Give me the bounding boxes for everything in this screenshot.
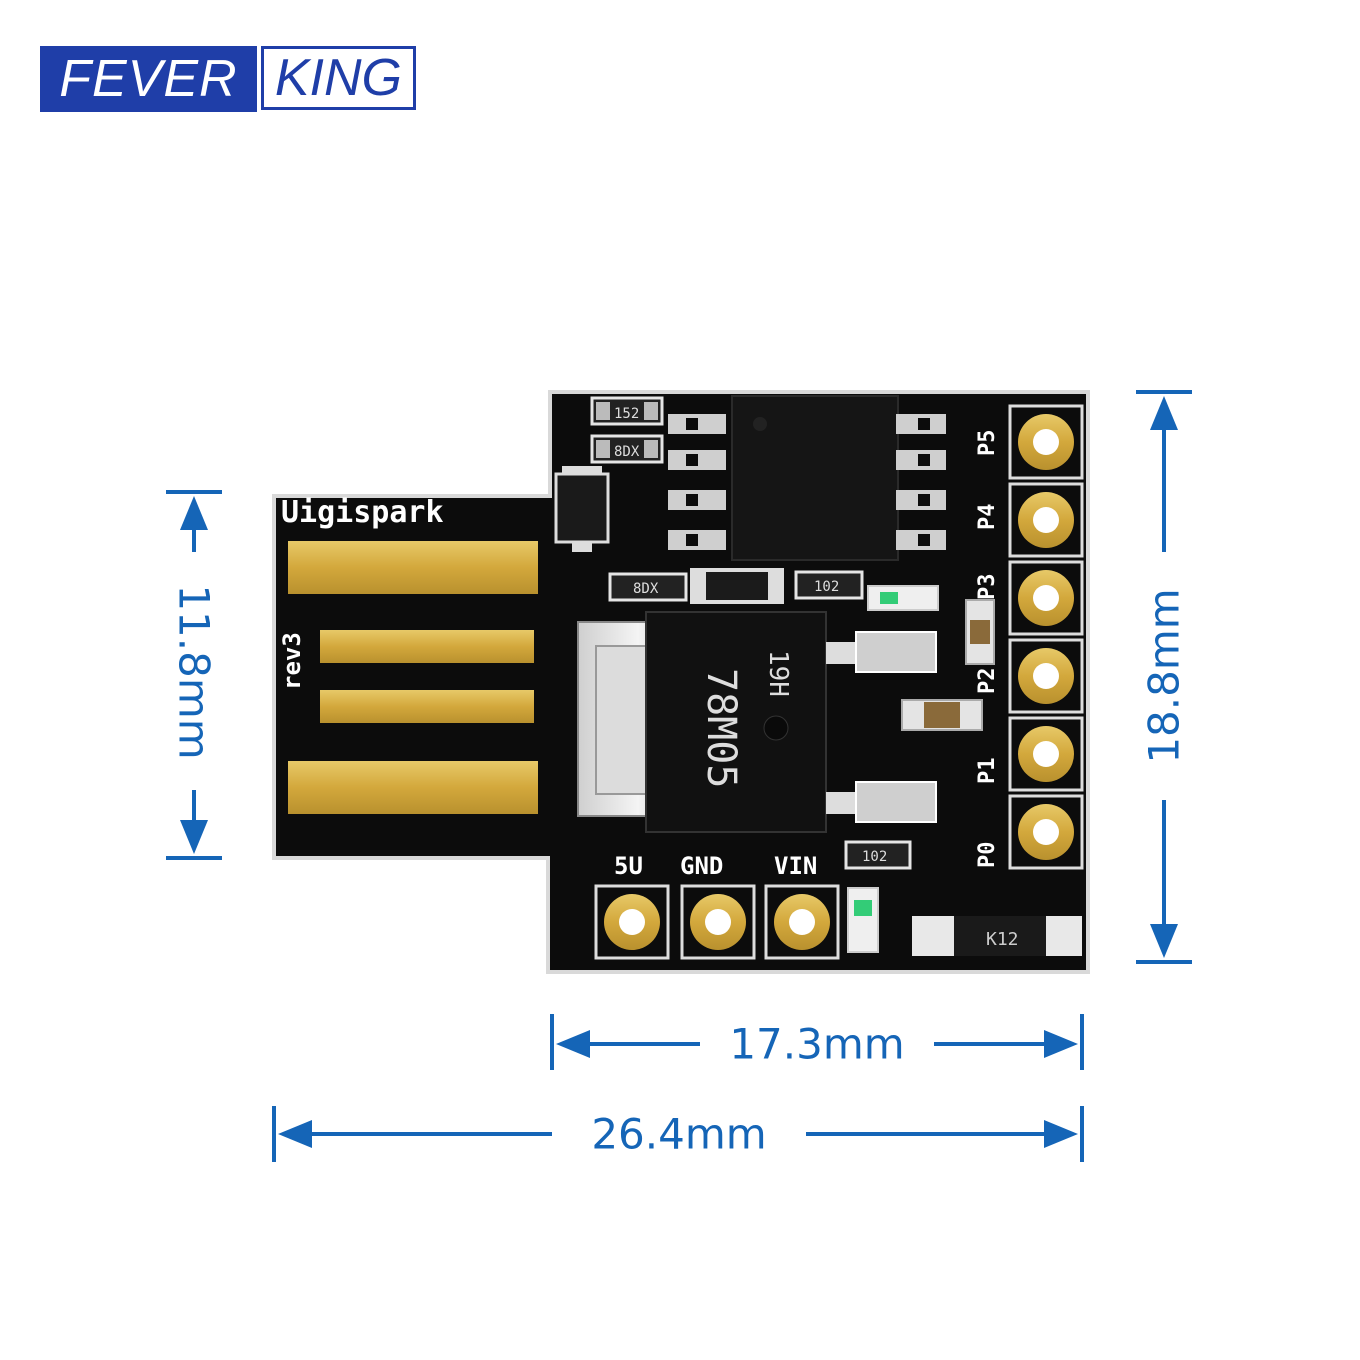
label-p5: P5 <box>975 430 1000 457</box>
dimension-board-height: 18.8mm <box>1139 588 1189 764</box>
smd-transistor <box>554 466 610 552</box>
smd-diode-k12: K12 <box>912 916 1082 956</box>
dimension-board-width: 17.3mm <box>729 1019 905 1069</box>
pin-p0 <box>1008 794 1084 870</box>
label-p0: P0 <box>975 842 1000 869</box>
logo-fever-text: FEVER <box>40 46 257 112</box>
voltage-regulator: 78M05 19H <box>577 611 937 833</box>
smd-capacitor-right <box>965 599 995 665</box>
pin-p3 <box>1008 560 1084 636</box>
label-p3: P3 <box>975 574 1000 601</box>
dimension-total-width: 26.4mm <box>591 1109 767 1159</box>
smd-resistor-152: 152 <box>590 396 664 426</box>
microcontroller-chip <box>668 395 946 561</box>
side-pin-labels: P5 P4 P3 P2 P1 P0 <box>975 430 1000 869</box>
pin-5v <box>594 884 670 960</box>
board-revision: rev3 <box>278 632 306 690</box>
smd-diode-8dx-top: 8DX <box>590 434 664 464</box>
regulator-code: 19H <box>763 650 793 697</box>
svg-text:102: 102 <box>814 579 839 595</box>
smd-resistor-102-top: 102 <box>794 570 864 600</box>
label-p2: P2 <box>975 668 1000 695</box>
regulator-label: 78M05 <box>698 668 744 788</box>
pin-p2 <box>1008 638 1084 714</box>
bottom-header-pins <box>594 884 840 960</box>
usb-contacts <box>288 541 538 814</box>
dimension-lines <box>166 390 1192 1162</box>
smd-resistor-102-bottom: 102 <box>844 840 912 870</box>
label-p4: P4 <box>975 504 1000 531</box>
label-vin: VIN <box>774 852 817 880</box>
logo-king-text: KING <box>260 46 416 110</box>
svg-text:K12: K12 <box>986 929 1019 950</box>
smd-diode-black <box>690 568 784 604</box>
smd-led-bottom <box>847 887 879 953</box>
pin-p1 <box>1008 716 1084 792</box>
brand-logo: FEVER KING <box>40 46 416 112</box>
label-gnd: GND <box>680 852 723 880</box>
side-header-pins <box>1008 404 1084 870</box>
board-name: Uigispark <box>281 495 444 530</box>
label-p1: P1 <box>975 758 1000 785</box>
pin-vin <box>764 884 840 960</box>
svg-text:152: 152 <box>614 406 639 422</box>
pin-gnd <box>680 884 756 960</box>
dimension-usb-height: 11.8mm <box>169 584 219 760</box>
smd-capacitor-middle <box>901 699 983 731</box>
pin-p4 <box>1008 482 1084 558</box>
pin-p5 <box>1008 404 1084 480</box>
bottom-pin-labels: 5U GND VIN <box>614 852 817 880</box>
smd-diode-8dx-middle: 8DX <box>608 572 688 602</box>
smd-led-top <box>867 585 939 611</box>
label-5u: 5U <box>614 852 643 880</box>
svg-text:102: 102 <box>862 849 887 865</box>
svg-text:8DX: 8DX <box>633 581 659 597</box>
svg-text:8DX: 8DX <box>614 444 640 460</box>
